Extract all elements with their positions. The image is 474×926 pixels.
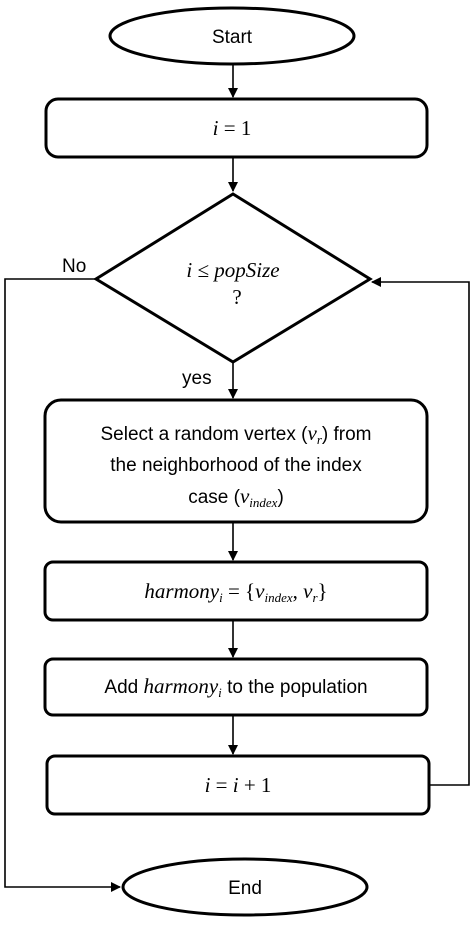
- start-terminal: [108, 6, 356, 66]
- decision-question-mark: ?: [232, 285, 241, 309]
- arrow-loop-back: [371, 277, 470, 786]
- select-line-1: Select a random vertex (vr) from: [101, 421, 372, 447]
- end-terminal: [121, 857, 369, 917]
- increment-text: i = i + 1: [205, 773, 272, 797]
- add-to-population-box: [43, 657, 429, 717]
- yes-label: yes: [182, 368, 212, 389]
- init-box: [44, 97, 429, 159]
- start-label: Start: [212, 27, 253, 48]
- harmony-assign-box: [43, 560, 429, 622]
- end-label: End: [228, 878, 262, 899]
- add-to-population-text: Add harmonyi to the population: [104, 674, 367, 700]
- decision-condition: i ≤ popSize: [186, 258, 279, 282]
- init-text: i = 1: [213, 116, 252, 140]
- select-vertex-box: [43, 398, 429, 524]
- select-line-2: the neighborhood of the index: [110, 455, 362, 476]
- harmony-assign-text: harmonyi = {vindex, vr}: [144, 579, 327, 605]
- arrow-no-to-end: [4, 278, 121, 892]
- select-line-3: case (vindex): [188, 484, 284, 510]
- no-label: No: [62, 256, 86, 277]
